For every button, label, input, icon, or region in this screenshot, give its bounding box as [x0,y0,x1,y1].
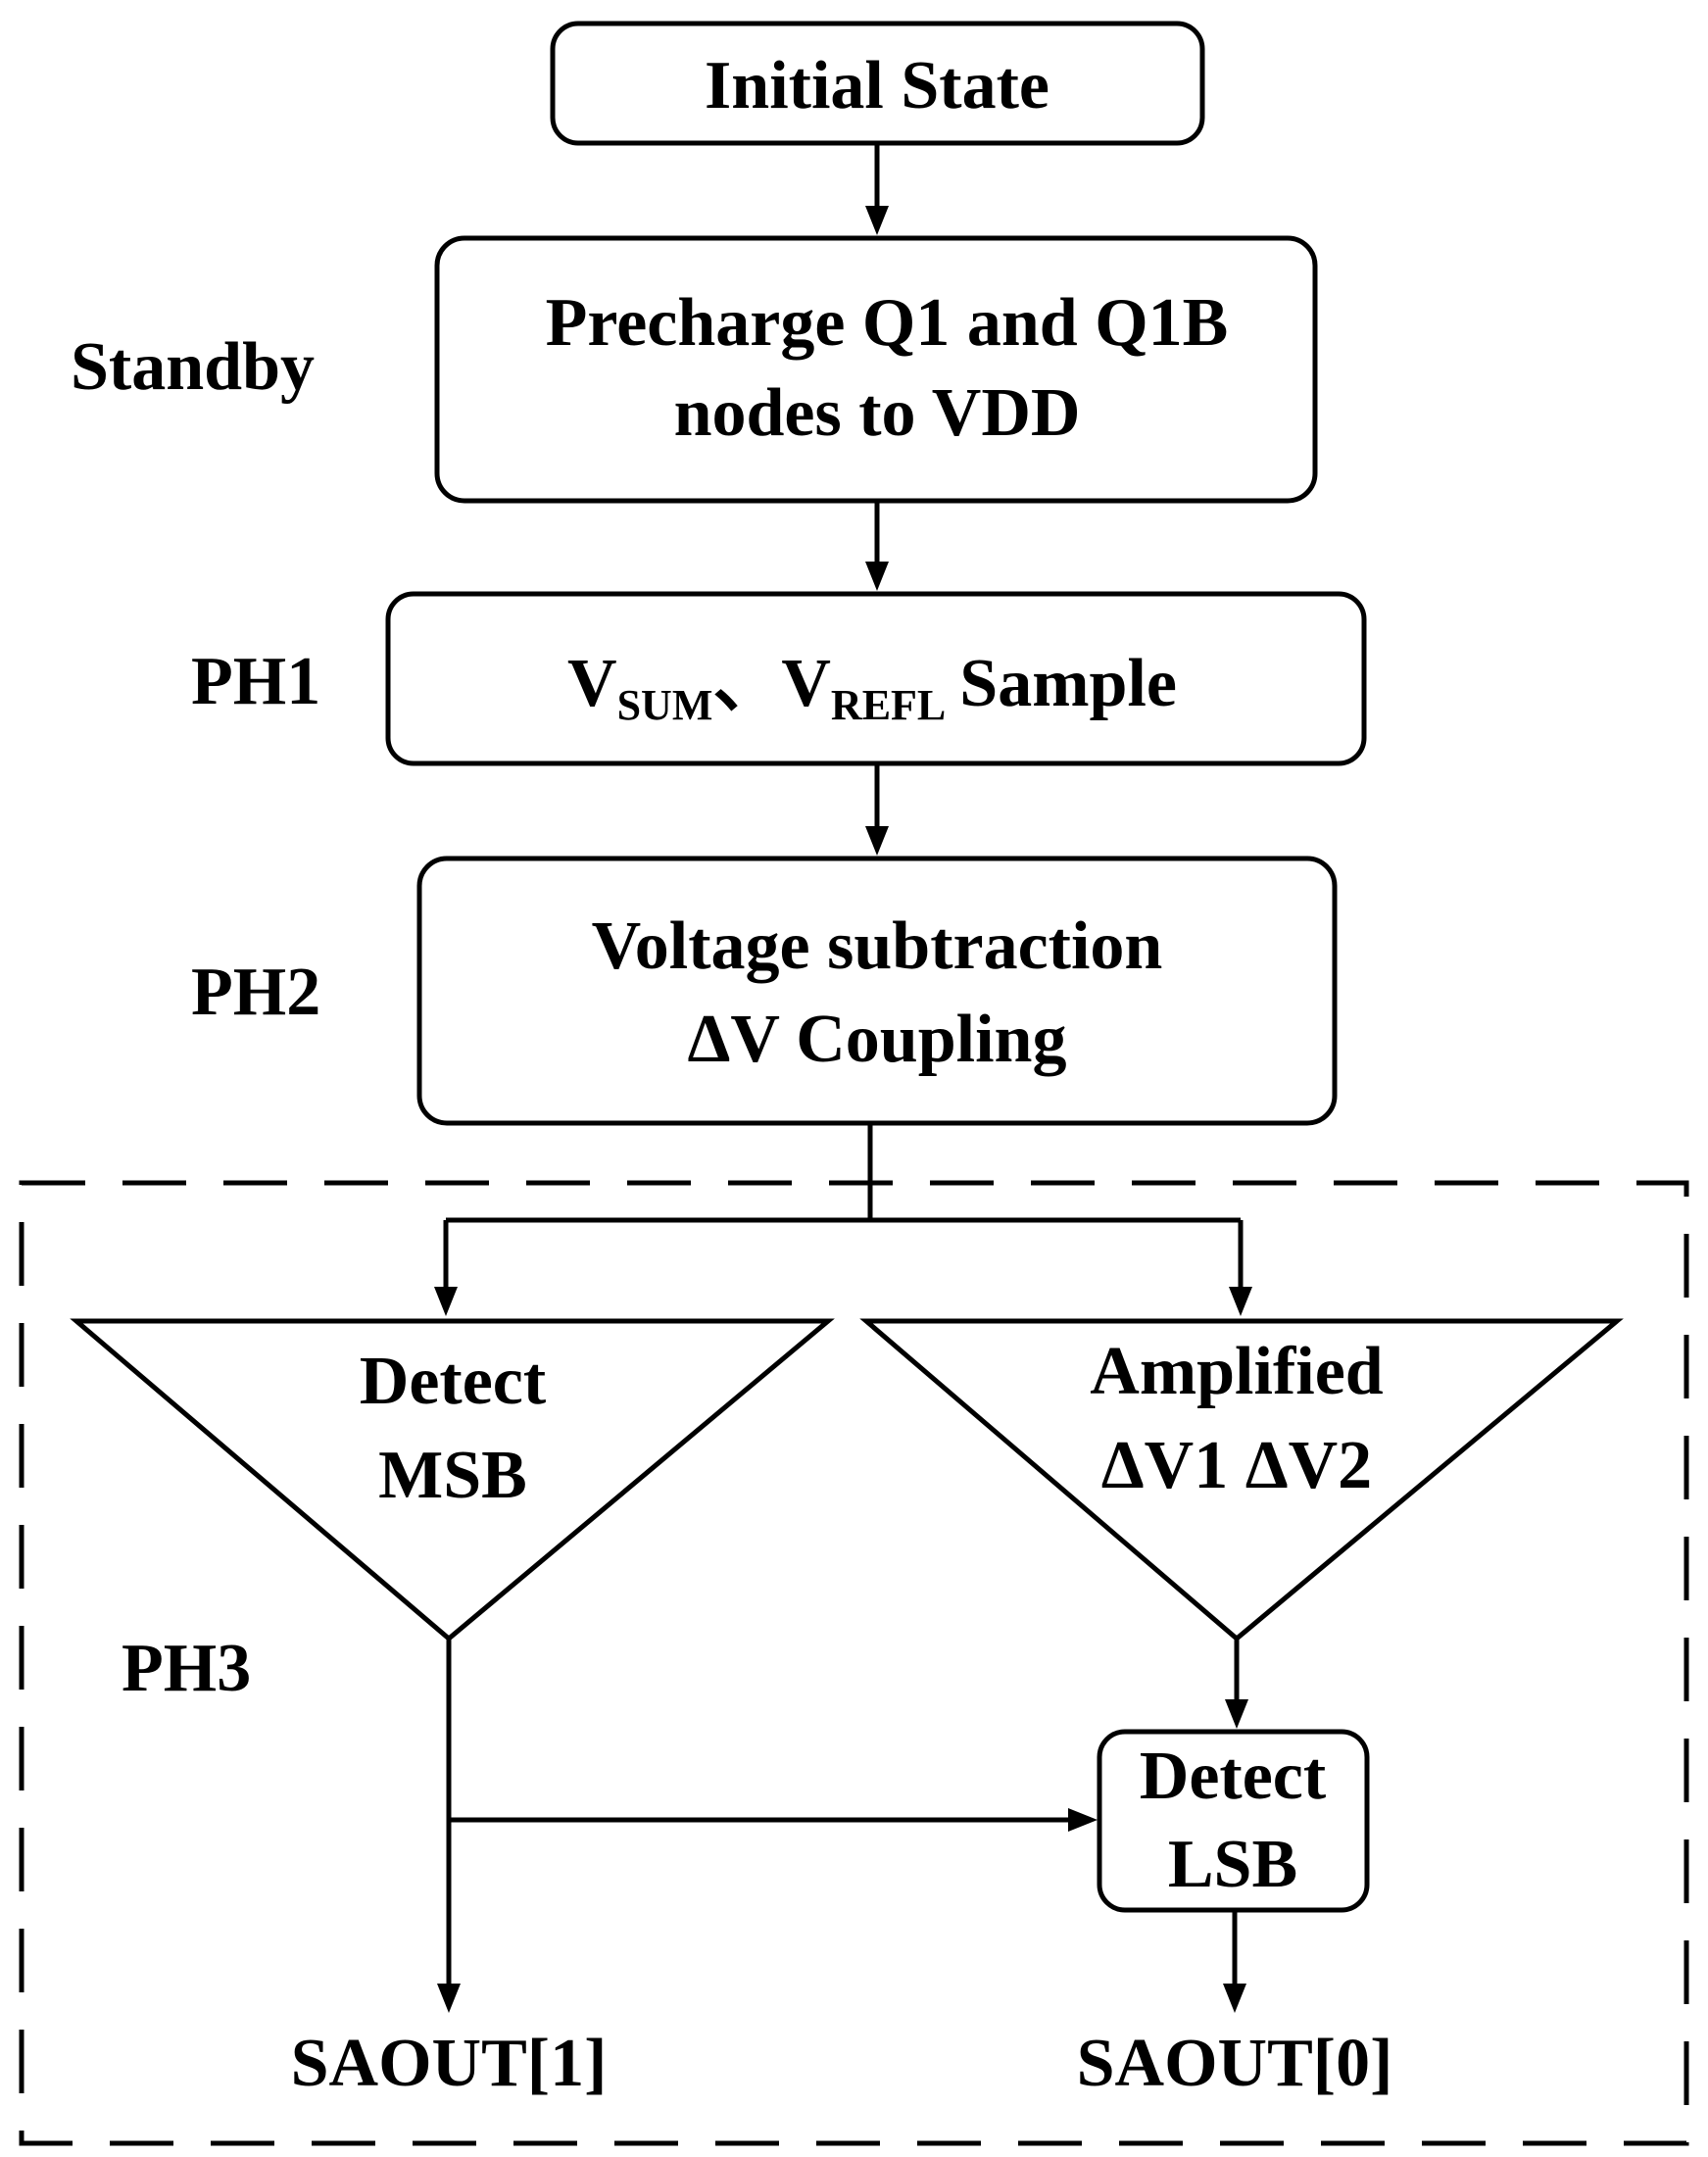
subtraction-node: Voltage subtraction ΔV Coupling [416,856,1338,1126]
arrowhead [865,826,889,856]
detect-msb-node: Detect MSB [70,1318,835,1642]
output-saout1: SAOUT[1] [291,2026,608,2101]
arrowhead [1229,1287,1252,1316]
detect-lsb-label-line2: LSB [1168,1827,1297,1902]
arrowhead [865,206,889,235]
detect-msb-label-line2: MSB [378,1438,527,1513]
detect-lsb-label-line1: Detect [1140,1739,1326,1814]
detect-lsb-node: Detect LSB [1097,1729,1370,1913]
amplified-label-line2: ΔV1 ΔV2 [1101,1428,1372,1503]
detect-msb-label-line1: Detect [360,1344,546,1419]
subtraction-label-line2: ΔV Coupling [688,1002,1067,1077]
subtraction-label-line1: Voltage subtraction [592,908,1163,984]
amplified-node: Amplified ΔV1 ΔV2 [859,1318,1624,1642]
amplified-label-line1: Amplified [1090,1334,1384,1409]
initial-state-label: Initial State [705,48,1049,123]
arrowhead [1225,1699,1248,1729]
arrowhead [1068,1808,1098,1832]
output-saout0: SAOUT[0] [1077,2026,1393,2101]
arrowhead [437,1984,461,2013]
initial-state-node: Initial State [550,21,1205,146]
phase-label-ph3: PH3 [122,1631,251,1706]
phase-label-ph1: PH1 [191,644,320,719]
precharge-label-line2: nodes to VDD [674,375,1081,451]
phase-label-ph2: PH2 [191,955,320,1030]
ph3-region [19,1180,1689,2146]
precharge-label-line1: Precharge Q1 and Q1B [546,285,1229,361]
phase-label-standby: Standby [71,329,315,405]
arrowhead [1223,1984,1246,2013]
arrowhead [865,562,889,591]
precharge-node: Precharge Q1 and Q1B nodes to VDD [434,235,1318,504]
arrowhead [434,1287,458,1316]
